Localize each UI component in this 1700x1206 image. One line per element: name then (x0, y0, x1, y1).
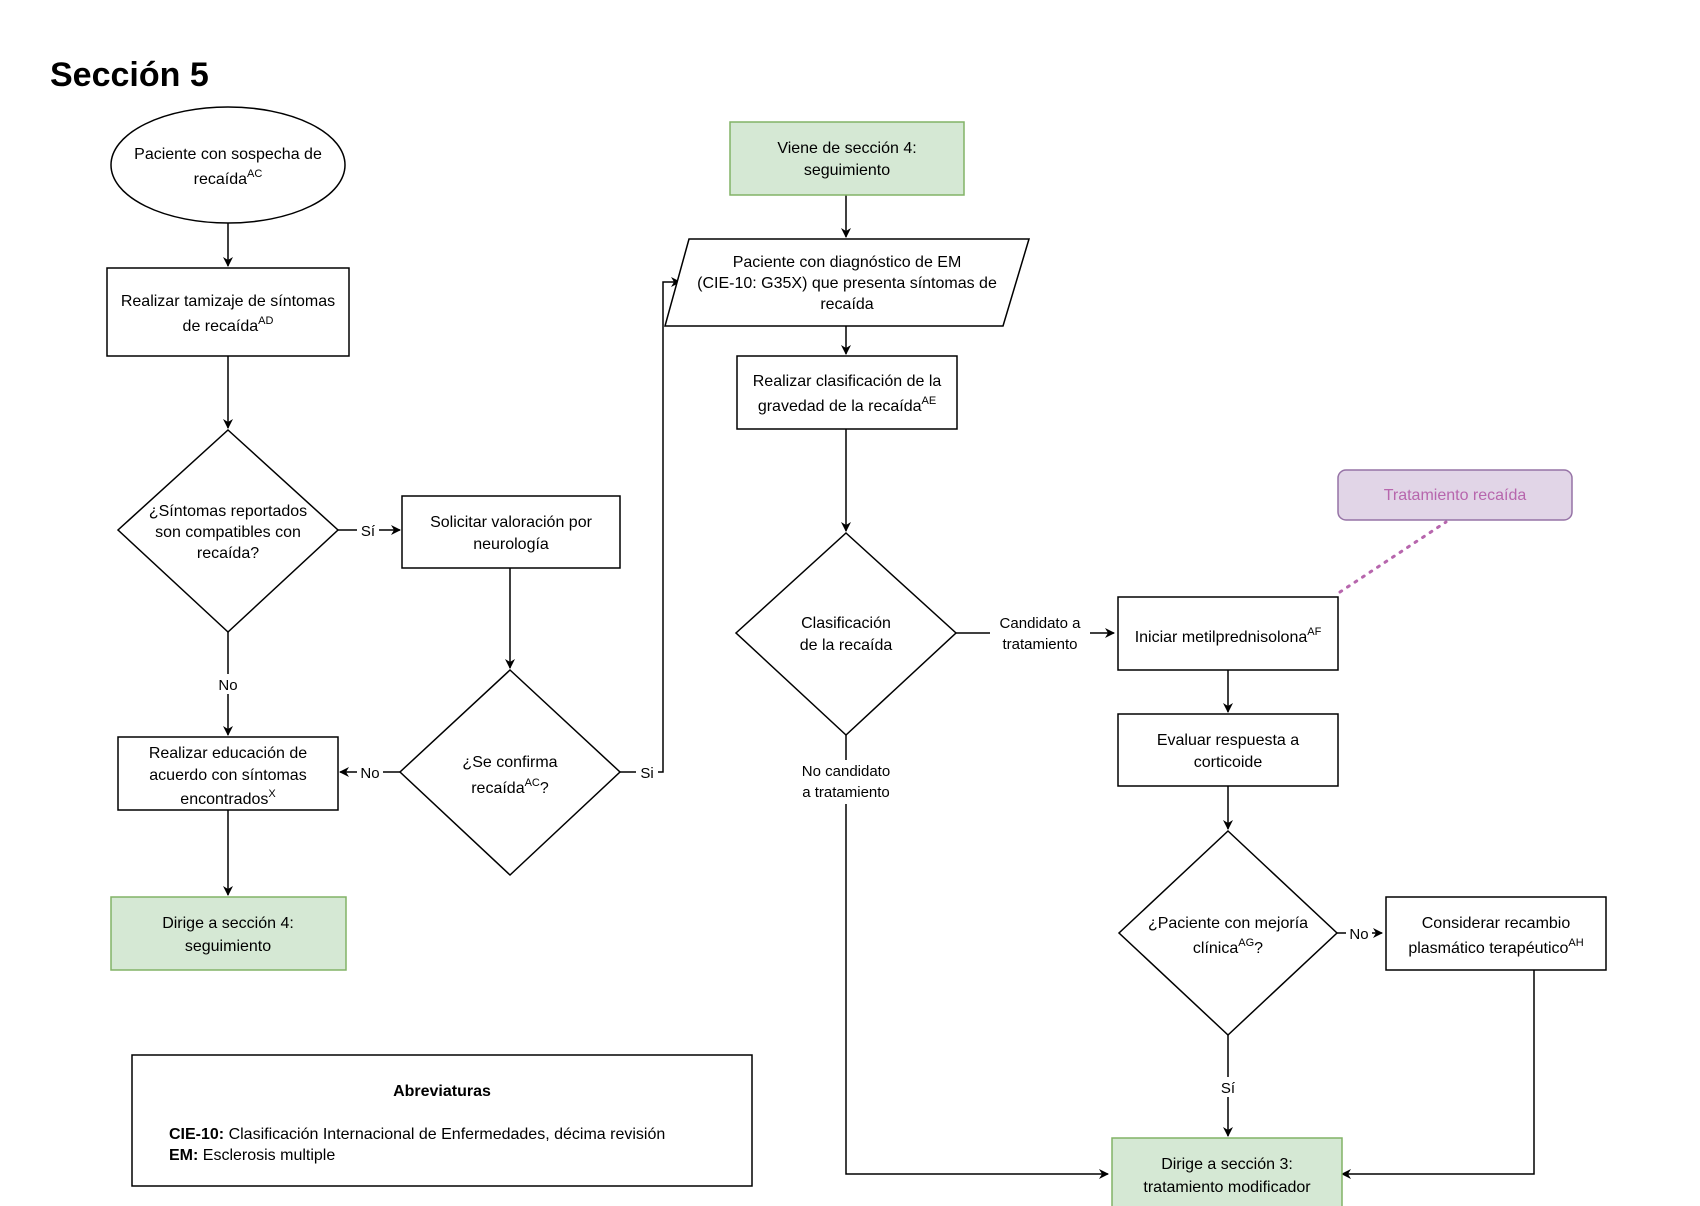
node-educacion-line1: Realizar educación de (149, 745, 307, 762)
legend-abreviaturas: Abreviaturas CIE-10: Clasificación Inter… (131, 1054, 753, 1187)
node-gravedad-line1: Realizar clasificación de la (753, 373, 942, 390)
note-text: Tratamiento recaída (1384, 487, 1527, 504)
edge-label-no-candidato-2: a tratamiento (802, 784, 890, 801)
node-seccion3: Dirige a sección 3: tratamiento modifica… (1111, 1137, 1343, 1206)
node-mejoria-line2: clínicaAG? (1193, 937, 1263, 957)
node-seccion3-line1: Dirige a sección 3: (1161, 1156, 1293, 1173)
note-connector (1338, 520, 1448, 594)
node-seccion4-out-line2: seguimiento (185, 938, 271, 955)
node-confirma-line1: ¿Se confirma (462, 754, 557, 771)
edge-recambio-seccion3 (1341, 970, 1535, 1179)
node-recambio: Considerar recambio plasmático terapéuti… (1385, 896, 1607, 971)
node-tamizaje-line1: Realizar tamizaje de síntomas (121, 293, 335, 310)
edges (223, 195, 1535, 1179)
edge-label-candidato-1: Candidato a (1000, 615, 1082, 632)
node-valoracion: Solicitar valoración por neurología (401, 495, 621, 569)
node-gravedad-line2: gravedad de la recaídaAE (758, 395, 936, 415)
node-sospecha-line1: Paciente con sospecha de (134, 146, 322, 163)
node-clasificacion-line2: de la recaída (800, 637, 893, 654)
node-diagnostico: Paciente con diagnóstico de EM (CIE-10: … (664, 238, 1031, 327)
node-compatibles-line2: son compatibles con (155, 524, 301, 541)
edge-confirma-diagnostico (620, 277, 681, 773)
node-evaluar-line2: corticoide (1194, 754, 1263, 771)
node-sospecha: Paciente con sospecha de recaídaAC (110, 106, 346, 224)
edge-label-no-candidato-1: No candidato (802, 763, 890, 780)
node-gravedad: Realizar clasificación de la gravedad de… (736, 355, 958, 430)
node-evaluar-line1: Evaluar respuesta a (1157, 732, 1299, 749)
node-clasificacion: Clasificación de la recaída (734, 531, 958, 737)
node-mejoria-line1: ¿Paciente con mejoría (1148, 915, 1308, 932)
edge-label-si-confirma: Si (640, 765, 653, 782)
legend-item-em: EM: Esclerosis multiple (169, 1147, 335, 1164)
page-title: Sección 5 (50, 56, 209, 94)
node-seccion4-out: Dirige a sección 4: seguimiento (110, 896, 347, 971)
node-clasificacion-line1: Clasificación (801, 615, 891, 632)
node-compatibles: ¿Síntomas reportados son compatibles con… (116, 428, 340, 634)
node-mejoria: ¿Paciente con mejoría clínicaAG? (1117, 829, 1339, 1037)
edge-label-no-compatibles: No (218, 677, 237, 694)
edge-label-si-mejoria: Sí (1221, 1080, 1236, 1097)
node-seccion3-line2: tratamiento modificador (1143, 1179, 1311, 1196)
node-seccion4-in-line1: Viene de sección 4: (777, 140, 916, 157)
edge-label-no-mejoria: No (1349, 926, 1368, 943)
node-valoracion-line1: Solicitar valoración por (430, 514, 593, 531)
note-tratamiento-recaida: Tratamiento recaída (1337, 469, 1573, 521)
node-seccion4-in-line2: seguimiento (804, 162, 890, 179)
node-diagnostico-line2: (CIE-10: G35X) que presenta síntomas de (697, 275, 997, 292)
node-valoracion-line2: neurología (473, 536, 549, 553)
legend-title: Abreviaturas (393, 1083, 491, 1100)
node-evaluar: Evaluar respuesta a corticoide (1117, 713, 1339, 787)
node-seccion4-out-line1: Dirige a sección 4: (162, 915, 294, 932)
edge-label-candidato-2: tratamiento (1002, 636, 1077, 653)
node-metil: Iniciar metilprednisolonaAF (1117, 596, 1339, 671)
node-recambio-line1: Considerar recambio (1422, 915, 1571, 932)
edge-label-si-compatibles: Sí (361, 523, 376, 540)
node-compatibles-line3: recaída? (197, 545, 259, 562)
node-sospecha-line2: recaídaAC (194, 168, 263, 188)
node-metil-line1: Iniciar metilprednisolonaAF (1135, 626, 1322, 646)
edge-clasificacion-seccion3 (845, 735, 1109, 1179)
node-educacion-line3: encontradosX (180, 788, 276, 808)
edge-label-no-confirma: No (360, 765, 379, 782)
node-educacion: Realizar educación de acuerdo con síntom… (117, 736, 339, 811)
node-recambio-line2: plasmático terapéuticoAH (1408, 937, 1583, 957)
node-seccion4-in: Viene de sección 4: seguimiento (729, 121, 965, 196)
node-confirma-line2: recaídaAC? (471, 777, 549, 797)
node-confirma: ¿Se confirma recaídaAC? (398, 668, 622, 877)
node-tamizaje-line2: de recaídaAD (183, 315, 274, 335)
node-diagnostico-line3: recaída (820, 296, 873, 313)
node-educacion-line2: acuerdo con síntomas (149, 767, 306, 784)
node-diagnostico-line1: Paciente con diagnóstico de EM (733, 254, 962, 271)
node-compatibles-line1: ¿Síntomas reportados (149, 503, 307, 520)
legend-item-cie10: CIE-10: Clasificación Internacional de E… (169, 1126, 665, 1143)
node-tamizaje: Realizar tamizaje de síntomas de recaída… (106, 267, 350, 357)
